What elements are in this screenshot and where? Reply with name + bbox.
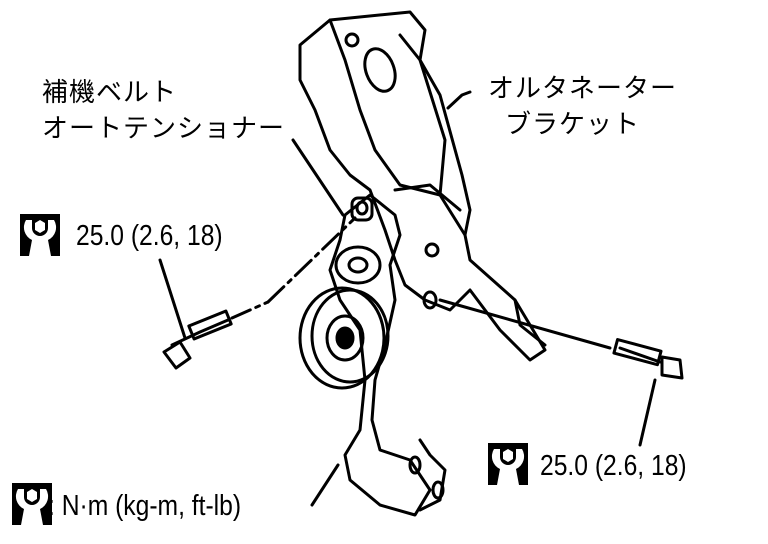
torque-wrench-icon	[12, 483, 52, 525]
torque-spec-right: 25.0 (2.6, 18)	[540, 450, 687, 482]
bolt-right	[438, 298, 684, 380]
tensioner-label-line1: 補機ベルト	[42, 78, 178, 108]
torque-unit-legend: : N·m (kg-m, ft-lb)	[48, 490, 242, 522]
alternator-bracket	[298, 10, 547, 362]
torque-spec-left: 25.0 (2.6, 18)	[76, 220, 223, 252]
torque-wrench-icon	[488, 443, 528, 485]
bracket-label-line2: ブラケット	[505, 110, 641, 140]
torque-wrench-icon	[20, 214, 60, 256]
auto-tensioner	[328, 193, 447, 517]
bolt-left	[162, 216, 357, 370]
tensioner-label-line2: オートテンショナー	[42, 114, 286, 144]
leader-lines	[158, 90, 657, 507]
idler-pulley	[298, 286, 390, 390]
bracket-label-line1: オルタネーター	[488, 74, 678, 104]
